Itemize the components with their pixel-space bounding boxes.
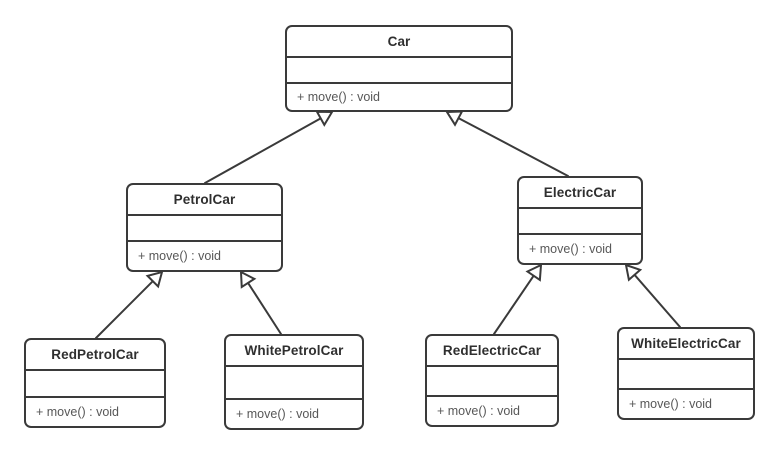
uml-attributes-compartment-car bbox=[287, 58, 511, 84]
generalization-arrowhead-icon bbox=[624, 263, 643, 282]
uml-method-redpetrolcar-move: + move() : void bbox=[36, 405, 120, 419]
generalization-arrowhead-icon bbox=[525, 263, 543, 282]
generalization-line bbox=[493, 274, 535, 335]
generalization-arrowhead-icon bbox=[239, 270, 257, 289]
generalization-edge-whiteelectriccar-to-electriccar bbox=[624, 263, 681, 328]
generalization-arrowhead-icon bbox=[315, 110, 334, 127]
uml-class-name-whiteelectriccar: WhiteElectricCar bbox=[619, 329, 753, 360]
uml-class-petrolcar[interactable]: PetrolCar + move() : void bbox=[126, 183, 283, 272]
generalization-edge-whitepetrolcar-to-petrolcar bbox=[239, 270, 282, 335]
generalization-arrowhead-icon bbox=[445, 110, 464, 127]
uml-class-car[interactable]: Car + move() : void bbox=[285, 25, 513, 112]
generalization-line bbox=[457, 117, 569, 177]
generalization-line bbox=[204, 117, 322, 184]
generalization-line bbox=[247, 281, 282, 335]
uml-class-name-car: Car bbox=[287, 27, 511, 58]
generalization-arrowhead-icon bbox=[145, 270, 164, 289]
generalization-line bbox=[95, 280, 154, 339]
uml-class-redpetrolcar[interactable]: RedPetrolCar + move() : void bbox=[24, 338, 166, 428]
uml-class-electriccar[interactable]: ElectricCar + move() : void bbox=[517, 176, 643, 265]
uml-attributes-compartment-petrolcar bbox=[128, 216, 281, 242]
generalization-edge-redpetrolcar-to-petrolcar bbox=[95, 270, 164, 339]
uml-method-petrolcar-move: + move() : void bbox=[138, 249, 222, 263]
uml-method-electriccar-move: + move() : void bbox=[529, 242, 613, 256]
uml-class-redelectriccar[interactable]: RedElectricCar + move() : void bbox=[425, 334, 559, 427]
generalization-edge-petrolcar-to-car bbox=[204, 110, 334, 184]
uml-attributes-compartment-electriccar bbox=[519, 209, 641, 235]
uml-class-whitepetrolcar[interactable]: WhitePetrolCar + move() : void bbox=[224, 334, 364, 430]
uml-class-name-electriccar: ElectricCar bbox=[519, 178, 641, 209]
uml-method-redelectriccar-move: + move() : void bbox=[437, 404, 521, 418]
generalization-edge-electriccar-to-car bbox=[445, 110, 569, 177]
uml-method-whiteelectriccar-move: + move() : void bbox=[629, 397, 713, 411]
generalization-edge-redelectriccar-to-electriccar bbox=[493, 263, 543, 335]
uml-class-name-whitepetrolcar: WhitePetrolCar bbox=[226, 336, 362, 367]
uml-class-whiteelectriccar[interactable]: WhiteElectricCar + move() : void bbox=[617, 327, 755, 420]
uml-attributes-compartment-whitepetrolcar bbox=[226, 367, 362, 400]
uml-method-whitepetrolcar-move: + move() : void bbox=[236, 407, 320, 421]
generalization-line bbox=[633, 273, 681, 328]
uml-class-name-petrolcar: PetrolCar bbox=[128, 185, 281, 216]
uml-method-car-move: + move() : void bbox=[297, 90, 381, 104]
uml-class-name-redpetrolcar: RedPetrolCar bbox=[26, 340, 164, 371]
uml-class-name-redelectriccar: RedElectricCar bbox=[427, 336, 557, 367]
uml-attributes-compartment-redelectriccar bbox=[427, 367, 557, 397]
uml-attributes-compartment-redpetrolcar bbox=[26, 371, 164, 398]
uml-attributes-compartment-whiteelectriccar bbox=[619, 360, 753, 390]
